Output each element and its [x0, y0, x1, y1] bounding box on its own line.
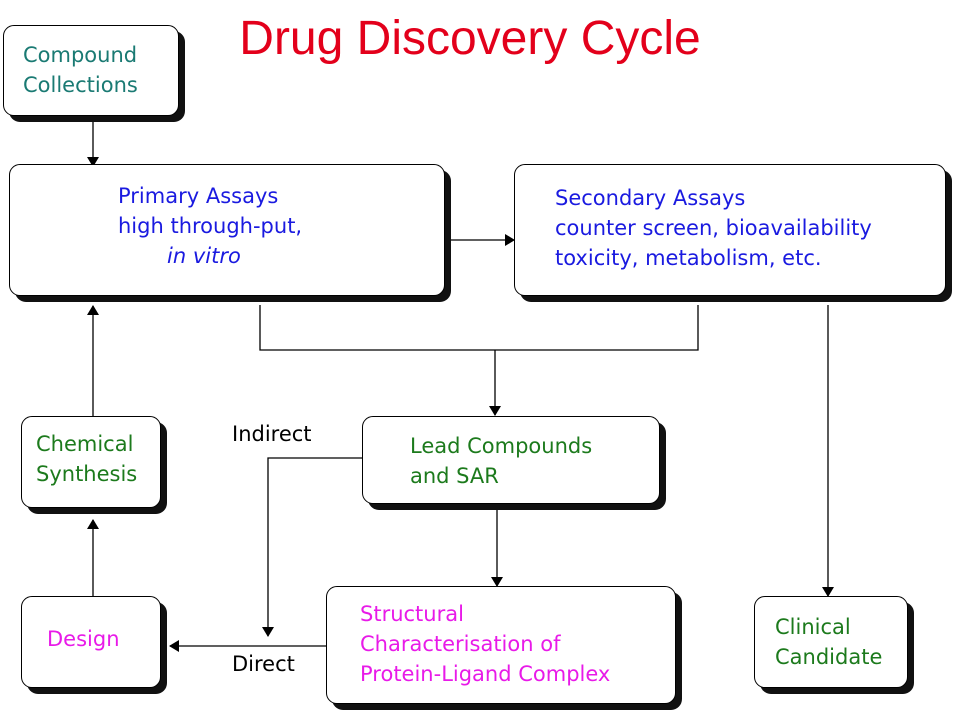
node-secondary-assays: Secondary Assays counter screen, bioavai…: [514, 164, 946, 296]
node-label: Chemical: [36, 432, 134, 456]
node-label: Clinical: [775, 615, 851, 639]
node-label: Collections: [23, 73, 138, 97]
node-label: in vitro: [167, 244, 241, 268]
node-clinical-candidate: Clinical Candidate: [754, 596, 908, 688]
node-label: Characterisation of: [360, 632, 561, 656]
merge-line-assays: [259, 305, 699, 351]
node-label: Structural: [360, 602, 464, 626]
node-chemical-synthesis: Chemical Synthesis: [21, 416, 161, 508]
node-label: counter screen, bioavailability: [555, 216, 872, 240]
diagram-title: Drug Discovery Cycle: [239, 12, 701, 65]
node-label: Synthesis: [36, 462, 138, 486]
node-label: Primary Assays: [118, 184, 279, 208]
node-label: Protein-Ligand Complex: [360, 662, 611, 686]
node-label: Design: [47, 627, 120, 651]
node-label: Secondary Assays: [555, 186, 746, 210]
node-design: Design: [21, 596, 161, 688]
node-label: high through-put,: [118, 214, 303, 238]
node-lead-compounds: Lead Compounds and SAR: [362, 416, 660, 504]
arrow-lead-indirect: [262, 457, 362, 637]
node-structural-characterisation: Structural Characterisation of Protein-L…: [326, 586, 676, 704]
node-label: and SAR: [410, 464, 499, 488]
node-compound-collections: Compound Collections: [3, 25, 179, 116]
node-label: Lead Compounds: [410, 434, 593, 458]
edge-label-direct: Direct: [232, 652, 295, 676]
edge-label-indirect: Indirect: [232, 422, 312, 446]
node-label: Candidate: [775, 645, 883, 669]
node-primary-assays: Primary Assays high through-put, in vitr…: [9, 164, 445, 296]
node-label: toxicity, metabolism, etc.: [555, 246, 822, 270]
node-label: Compound: [23, 43, 138, 67]
